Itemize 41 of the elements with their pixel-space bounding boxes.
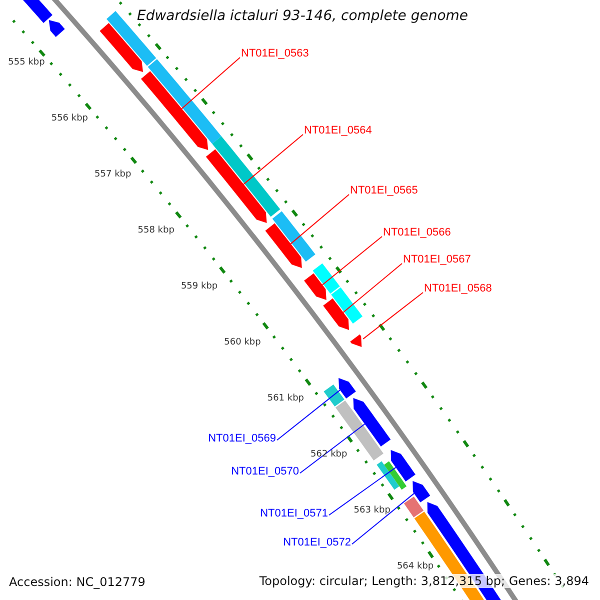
tick-label: 559 kbp — [180, 282, 218, 292]
gene-feature — [350, 334, 362, 347]
leader-line — [322, 236, 382, 286]
tick-label: 557 kbp — [94, 170, 132, 180]
gene-label: NT01EI_0567 — [403, 254, 471, 266]
accession-text: Accession: NC_012779 — [9, 576, 146, 588]
leader-line — [328, 466, 396, 516]
tick-label: 555 kbp — [8, 58, 45, 68]
gene-label: NT01EI_0565 — [350, 186, 418, 196]
tick-label: 564 kbp — [396, 562, 434, 572]
genome-info-text: Topology: circular; Length: 3,812,315 bp; Genes: 3,894 — [257, 574, 591, 588]
gene-label: NT01EI_0568 — [424, 284, 492, 294]
gene-label: NT01EI_0569 — [208, 434, 276, 444]
tick-label: 563 kbp — [354, 506, 390, 516]
gene-label: NT01EI_0570 — [231, 466, 299, 478]
tick-label: 558 kbp — [138, 226, 174, 236]
gene-label: NT01EI_0566 — [383, 228, 451, 238]
leader-line — [342, 263, 402, 313]
leader-line — [290, 194, 350, 244]
leader-line — [300, 424, 366, 474]
gene-feature — [206, 149, 267, 223]
gene-feature — [390, 450, 416, 482]
leader-line — [181, 57, 240, 110]
title: Edwardsiella ictaluri 93-146, complete genome — [137, 9, 468, 23]
gene-feature — [265, 223, 302, 268]
gene-label: NT01EI_0572 — [283, 538, 351, 548]
tick-label: 560 kbp — [224, 338, 261, 348]
gene-feature — [353, 398, 391, 446]
tick-label: 561 kbp — [267, 394, 304, 404]
leader-line — [362, 292, 424, 340]
gene-label: NT01EI_0563 — [241, 48, 309, 60]
gene-feature — [323, 298, 349, 330]
gene-label: NT01EI_0571 — [260, 508, 328, 520]
leader-line — [352, 492, 415, 545]
gene-label: NT01EI_0564 — [304, 126, 372, 136]
gene-feature — [338, 378, 356, 399]
gene-feature — [141, 71, 208, 150]
leader-line — [243, 134, 304, 185]
tick-label: 556 kbp — [51, 114, 88, 124]
gene-feature — [304, 273, 326, 300]
gene-feature — [412, 481, 430, 502]
